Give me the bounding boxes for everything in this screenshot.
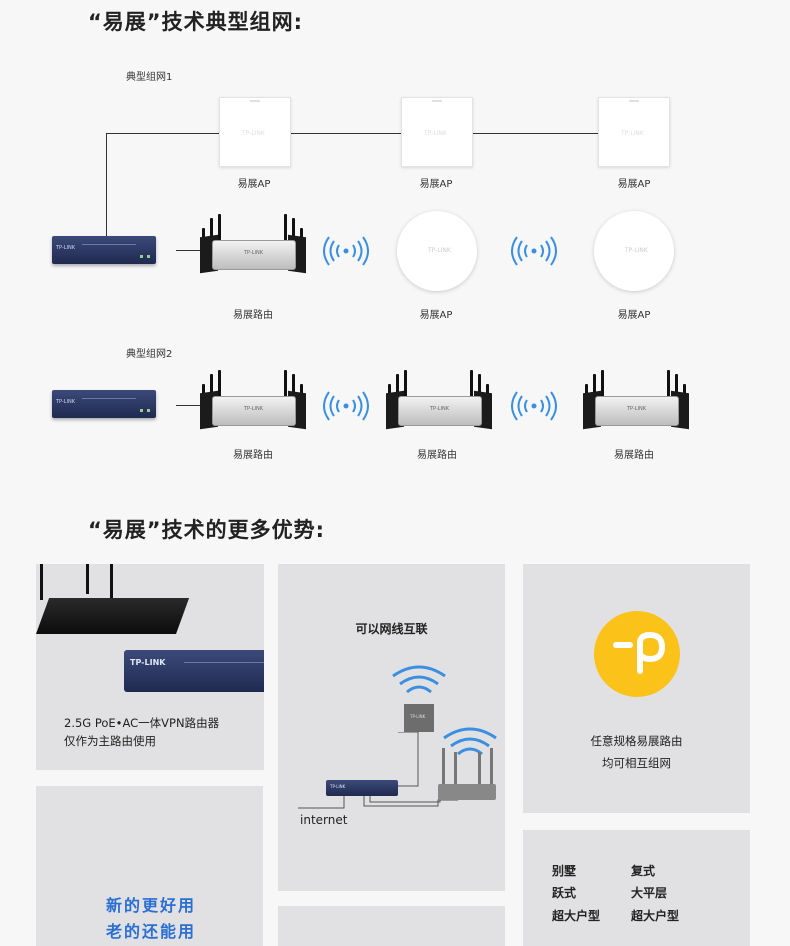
mesh-logo-icon — [594, 611, 680, 697]
wifi-signal-icon — [511, 391, 557, 421]
switch-device: TP-LINK — [52, 390, 156, 418]
ap-caption: 易展AP — [419, 310, 453, 321]
network-cable-lines — [298, 732, 458, 809]
ap-caption: 易展AP — [617, 179, 651, 190]
wall-ap-device: TP-LINK — [401, 97, 473, 167]
switch-device: TP-LINK — [52, 236, 156, 264]
vpn-router-image — [36, 564, 190, 644]
wall-ap-device: TP-LINK — [404, 704, 434, 732]
cable-line — [106, 133, 107, 237]
housing-type-item: 跃式 — [552, 886, 577, 900]
router-caption: 易展路由 — [614, 450, 654, 461]
mesh-router-device: TP-LINK — [198, 370, 308, 430]
cable-line — [472, 133, 598, 134]
section2-title: “易展”技术的更多优势: — [88, 518, 326, 542]
vpn-line1: 2.5G PoE•AC一体VPN路由器 — [64, 716, 220, 730]
housing-type-item: 超大户型 — [631, 909, 680, 923]
new-line1: 新的更好用 — [106, 896, 197, 915]
router-caption: 易展路由 — [417, 450, 457, 461]
cable-line — [176, 250, 200, 251]
cable-card-title: 可以网线互联 — [355, 622, 428, 636]
mesh-router-device: TP-LINK — [384, 370, 494, 430]
ap-caption: 易展AP — [617, 310, 651, 321]
topology2-label: 典型组网2 — [126, 349, 173, 360]
housing-type-item: 大平层 — [631, 886, 668, 900]
router-caption: 易展路由 — [233, 310, 273, 321]
mesh-router-device: TP-LINK — [581, 370, 691, 430]
ap-caption: 易展AP — [419, 179, 453, 190]
ap-caption: 易展AP — [237, 179, 271, 190]
mesh-router-device: TP-LINK — [198, 214, 308, 274]
card-any-mesh: 任意规格易展路由 均可相互组网 — [523, 564, 750, 813]
card-housing-types: 别墅 复式 跃式 大平层 超大户型 超大户型 — [523, 830, 750, 946]
wifi-signal-icon — [511, 236, 557, 266]
internet-label: internet — [300, 813, 348, 827]
card-vpn-router: TP-LINK 2.5G PoE•AC一体VPN路由器 仅作为主路由使用 — [36, 564, 264, 770]
housing-type-item: 复式 — [631, 864, 656, 878]
vpn-line2: 仅作为主路由使用 — [64, 734, 156, 748]
wifi-signal-icon — [323, 391, 369, 421]
cable-line — [106, 133, 220, 134]
router-caption: 易展路由 — [233, 450, 273, 461]
topology1-label: 典型组网1 — [126, 72, 173, 83]
cable-line — [176, 405, 200, 406]
wifi-signal-icon — [323, 236, 369, 266]
switch-device: TP-LINK — [326, 780, 398, 796]
vpn-gateway-image: TP-LINK — [124, 650, 264, 692]
card-new-old: 新的更好用 老的还能用 — [36, 786, 263, 946]
card-bottom-middle — [278, 906, 505, 946]
card-cable-interconnect: 可以网线互联 TP-LINK TP-LINK internet — [278, 564, 505, 891]
new-line2: 老的还能用 — [106, 922, 197, 941]
mesh-router-device — [438, 748, 500, 804]
section1-title: “易展”技术典型组网: — [88, 10, 304, 34]
wifi-broadcast-icon — [392, 665, 446, 694]
wall-ap-device: TP-LINK — [598, 97, 670, 167]
housing-type-item: 别墅 — [552, 864, 577, 878]
wall-ap-device: TP-LINK — [219, 97, 291, 167]
ceiling-ap-device: TP-LINK — [397, 211, 477, 291]
cable-line — [290, 133, 402, 134]
ceiling-ap-device: TP-LINK — [594, 211, 674, 291]
housing-type-item: 超大户型 — [552, 909, 601, 923]
mesh-line1: 任意规格易展路由 — [590, 734, 683, 748]
mesh-line2: 均可相互组网 — [602, 756, 671, 770]
